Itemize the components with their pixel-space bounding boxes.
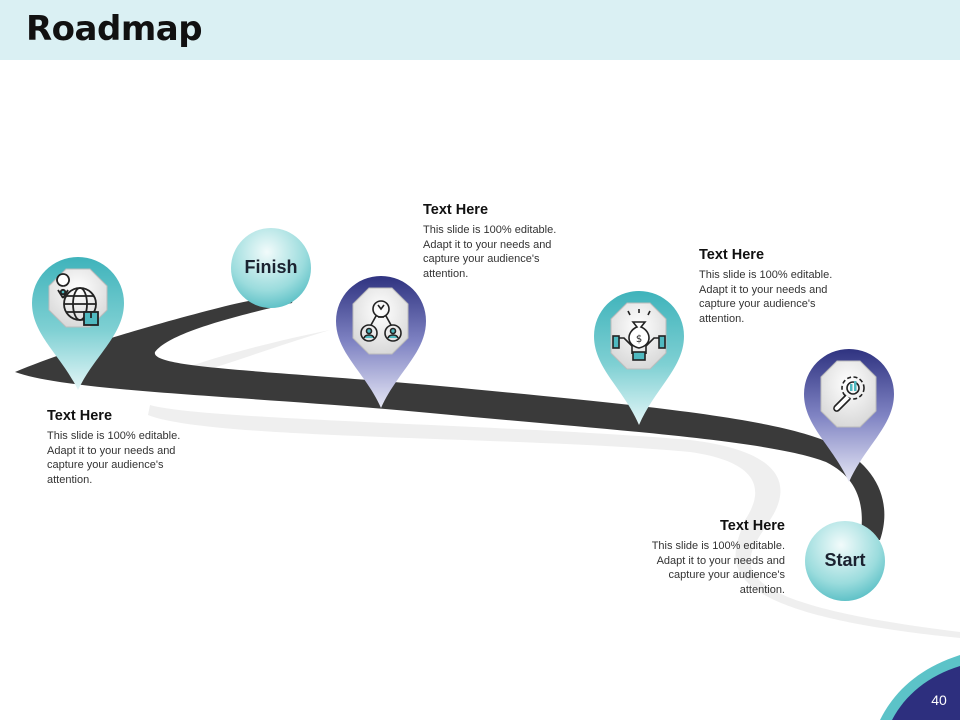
globe-location-icon xyxy=(56,273,99,326)
page-number: 40 xyxy=(931,692,947,708)
start-label: Start xyxy=(824,550,866,570)
pin-4-hexagon xyxy=(820,360,877,428)
finish-circle xyxy=(231,228,311,308)
milestone-2-text: Text Here This slide is 100% editable. A… xyxy=(423,202,563,281)
slide-title: Roadmap xyxy=(26,9,203,49)
wrench-gear-icon xyxy=(833,376,865,412)
road xyxy=(15,293,885,540)
milestone-4-heading: Text Here xyxy=(719,518,785,534)
road-shadow xyxy=(148,405,960,638)
svg-text:$: $ xyxy=(636,334,642,345)
milestone-2-heading: Text Here xyxy=(423,202,489,218)
money-bag-hands-icon: $ xyxy=(612,309,666,361)
header-bar xyxy=(0,0,960,60)
pin-4 xyxy=(804,349,894,482)
milestone-1-body: This slide is 100% editable. Adapt it to… xyxy=(47,430,181,486)
pin-2-hexagon xyxy=(352,287,409,355)
milestone-3-body: This slide is 100% editable. Adapt it to… xyxy=(699,269,833,325)
milestone-3-heading: Text Here xyxy=(699,247,765,263)
milestone-4-text: Text Here This slide is 100% editable. A… xyxy=(645,518,785,597)
milestone-4-body: This slide is 100% editable. Adapt it to… xyxy=(651,540,785,596)
milestone-1-text: Text Here This slide is 100% editable. A… xyxy=(47,408,197,487)
road-shadow-upper xyxy=(180,330,330,372)
team-idea-icon xyxy=(360,300,402,342)
milestone-2-body: This slide is 100% editable. Adapt it to… xyxy=(423,224,557,280)
start-circle xyxy=(805,521,885,601)
corner-shape xyxy=(892,666,960,720)
finish-label: Finish xyxy=(244,257,298,277)
milestone-3-text: Text Here This slide is 100% editable. A… xyxy=(699,247,839,326)
milestone-1-heading: Text Here xyxy=(47,408,113,424)
